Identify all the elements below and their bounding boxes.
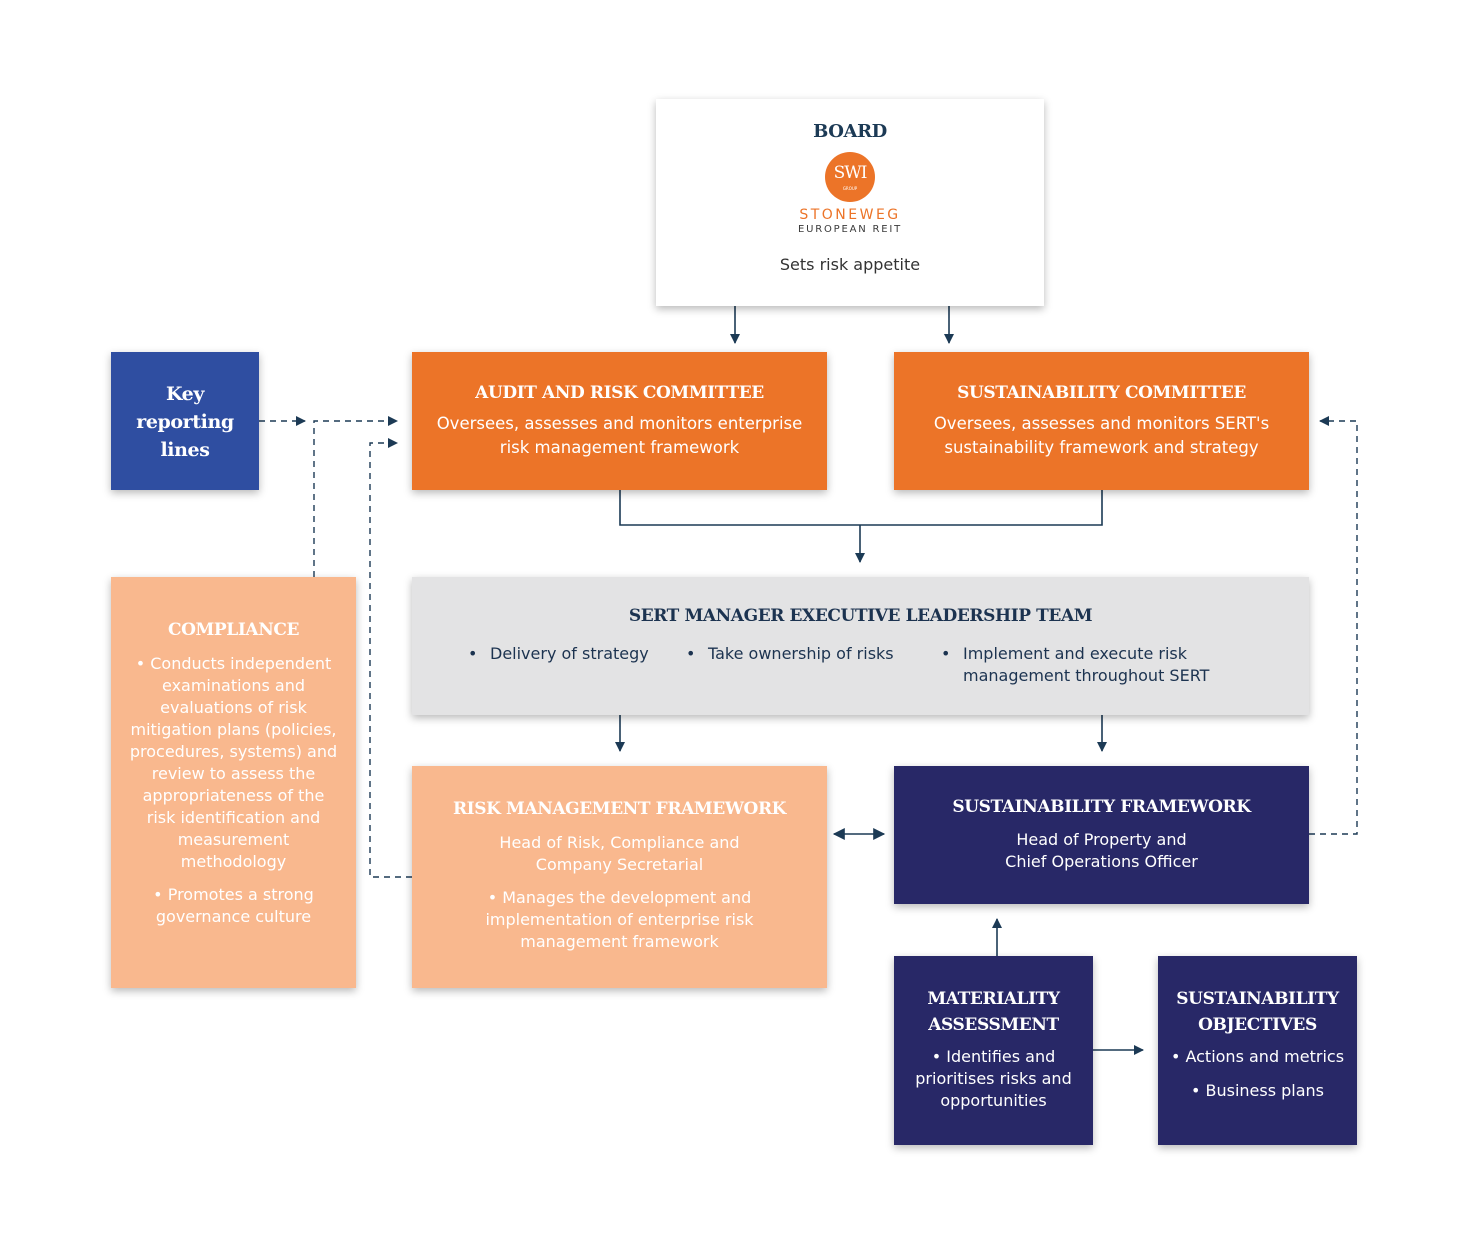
audit-risk-committee-box: AUDIT AND RISK COMMITTEE Oversees, asses… [412,352,827,490]
sert-bullet: • Implement and execute risk management … [941,644,1210,685]
compliance-title: COMPLIANCE [167,620,300,640]
dashed-framework-to-committee [1309,416,1358,835]
key-reporting-lines-box: Key reporting lines [111,352,259,490]
compliance-bullet: • Promotes a strong governance culture [153,885,314,926]
sert-leadership-team-box: SERT MANAGER EXECUTIVE LEADERSHIP TEAM •… [412,577,1309,715]
board-description: Sets risk appetite [779,255,921,274]
risk-framework-bullet: • Manages the development and implementa… [485,888,754,951]
sustainability-objectives-box: SUSTAINABILITY OBJECTIVES • Actions and … [1158,956,1357,1145]
key-label: Key reporting lines [136,383,234,461]
merge-committees-line [619,485,1103,526]
logo-monogram: SWI [833,163,868,183]
logo-group: GROUP [842,186,858,191]
sert-bullet: • Delivery of strategy [468,644,649,663]
board-title: BOARD [813,121,887,142]
materiality-title: MATERIALITY ASSESSMENT [927,989,1060,1035]
sustainability-framework-box: SUSTAINABILITY FRAMEWORK Head of Propert… [894,766,1309,904]
sustainability-framework-head: Head of Property and Chief Operations Of… [1005,830,1198,871]
sustainability-committee-title: SUSTAINABILITY COMMITTEE [957,383,1246,403]
logo-name: STONEWEG [799,207,901,223]
dashed-risk-to-audit [369,438,412,878]
bullet-dot-icon: • [941,644,951,663]
objectives-title: SUSTAINABILITY OBJECTIVES [1176,989,1339,1035]
bullet-dot-icon: • [686,644,696,663]
logo-subtitle: EUROPEAN REIT [797,224,903,235]
materiality-bullet: • Identifies and prioritises risks and o… [915,1047,1072,1110]
dashed-compliance-to-audit [313,416,398,577]
audit-committee-description: Oversees, assesses and monitors enterpri… [436,414,803,457]
sustainability-committee-box: SUSTAINABILITY COMMITTEE Oversees, asses… [894,352,1309,490]
risk-framework-head: Head of Risk, Compliance and Company Sec… [499,833,740,874]
compliance-bullet: • Conducts independent examinations and … [129,654,338,871]
objectives-bullet: • Actions and metrics [1170,1047,1345,1066]
audit-committee-title: AUDIT AND RISK COMMITTEE [475,383,764,403]
compliance-box: COMPLIANCE • Conducts independent examin… [111,577,356,988]
stoneweg-logo-icon: SWI GROUP [825,152,875,202]
sustainability-framework-title: SUSTAINABILITY FRAMEWORK [952,797,1251,817]
board-box: BOARD SWI GROUP STONEWEG EUROPEAN REIT S… [656,99,1044,306]
materiality-assessment-box: MATERIALITY ASSESSMENT • Identifies and … [894,956,1093,1145]
sert-title: SERT MANAGER EXECUTIVE LEADERSHIP TEAM [628,606,1093,626]
risk-framework-title: RISK MANAGEMENT FRAMEWORK [452,799,787,819]
sert-bullet: • Take ownership of risks [686,644,894,663]
risk-management-framework-box: RISK MANAGEMENT FRAMEWORK Head of Risk, … [412,766,827,988]
sustainability-committee-description: Oversees, assesses and monitors SERT's s… [933,414,1270,457]
objectives-bullet: • Business plans [1190,1081,1325,1100]
bullet-dot-icon: • [468,644,478,663]
